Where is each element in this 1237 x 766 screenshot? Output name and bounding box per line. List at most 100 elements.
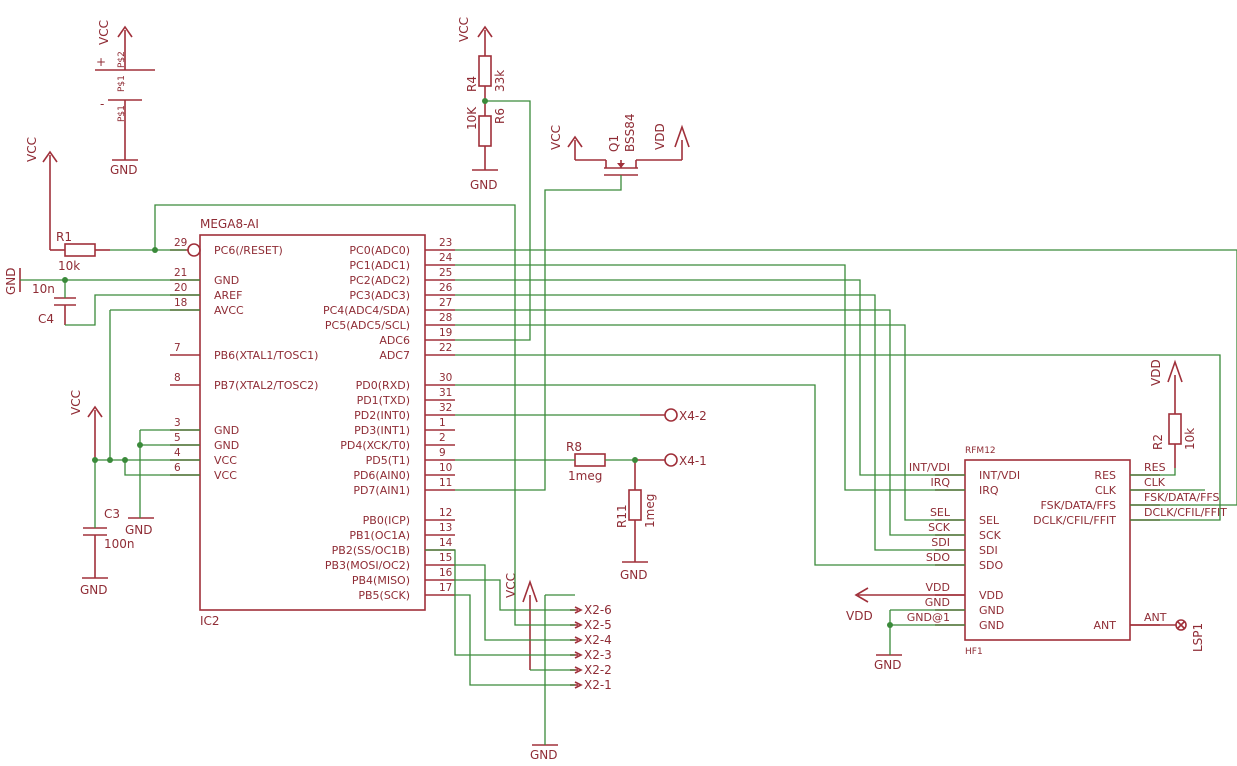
mcu-pin-number: 22 — [439, 342, 452, 354]
q1-vdd-label: VDD — [653, 123, 667, 150]
mcu-pin-name: VCC — [214, 454, 237, 467]
mcu-pin-number: 32 — [439, 402, 452, 414]
rf-power — [854, 587, 965, 656]
mcu-pin-number: 24 — [439, 252, 453, 264]
rf-pin-name: INT/VDI — [979, 469, 1020, 482]
q1-ref: Q1 — [607, 135, 621, 152]
battery-pin1-label: P$1 — [117, 75, 127, 92]
x2-pin-marker — [574, 621, 583, 629]
mcu-pin-number: 4 — [174, 447, 181, 459]
r2-resistor — [1167, 359, 1183, 468]
mcu-pin-number: 15 — [439, 552, 452, 564]
x2-pin-label: X2-4 — [584, 633, 612, 647]
mcu-pin-name: PB5(SCK) — [358, 589, 410, 602]
mcu-pin-number: 1 — [439, 417, 446, 429]
r8-ref: R8 — [566, 440, 582, 454]
rf-pin-name: GND — [979, 604, 1004, 617]
mcu-pin-number: 20 — [174, 282, 187, 294]
rf-net-label: SEL — [930, 506, 951, 519]
mcu-pin-name: PD6(AIN0) — [353, 469, 410, 482]
rf-pin-name: CLK — [1095, 484, 1117, 497]
mcu-pin-number: 7 — [174, 342, 181, 354]
rf-name: RFM12 — [965, 446, 996, 456]
c4-value: 10n — [32, 282, 55, 296]
mcu-pin-number: 9 — [439, 447, 446, 459]
mcu-pin-number: 17 — [439, 582, 452, 594]
x2-pin-marker — [574, 666, 583, 674]
mcu-pin-name: PD2(INT0) — [354, 409, 410, 422]
mcu-pin-number: 2 — [439, 432, 446, 444]
mcu-pin-name: PC1(ADC1) — [349, 259, 410, 272]
mcu-pin-number: 23 — [439, 237, 452, 249]
mcu-pin-number: 29 — [174, 237, 187, 249]
mcu-pin-number: 27 — [439, 297, 452, 309]
mcu-pin-name: PB1(OC1A) — [349, 529, 410, 542]
mcu-pin-number: 11 — [439, 477, 452, 489]
battery-pin1b-label: P$1 — [117, 105, 127, 122]
rf-pin-name: GND — [979, 619, 1004, 632]
mcu-pin-number: 5 — [174, 432, 181, 444]
lsp1-ref: LSP1 — [1191, 623, 1205, 652]
mcu-left-pins: 29PC6(/RESET)21GND20AREF18AVCC7PB6(XTAL1… — [170, 237, 318, 482]
rf-net-label: SCK — [928, 521, 951, 534]
x2-pin-label: X2-2 — [584, 663, 612, 677]
rf-pin-name: DCLK/CFIL/FFIT — [1033, 514, 1116, 527]
r11-value: 1meg — [643, 494, 657, 528]
mcu-pin-name: PC4(ADC4/SDA) — [323, 304, 410, 317]
rf-net-label: INT/VDI — [909, 461, 950, 474]
c3-vcc-label: VCC — [69, 390, 83, 415]
x2-gnd-label: GND — [530, 748, 558, 762]
mcu-pin-name: PB2(SS/OC1B) — [332, 544, 410, 557]
r1-vcc-label: VCC — [25, 137, 39, 162]
r2-value: 10k — [1183, 428, 1197, 450]
x2-pin-label: X2-5 — [584, 618, 612, 632]
c3-value: 100n — [104, 537, 135, 551]
x2-pin-marker — [574, 606, 583, 614]
x2-header: X2-6X2-5X2-4X2-3X2-2X2-1 — [570, 603, 612, 692]
mcu-pin-name: PD3(INT1) — [354, 424, 410, 437]
r8-value: 1meg — [568, 469, 602, 483]
mcu-pin-name: AREF — [214, 289, 242, 302]
mcu-pin-number: 30 — [439, 372, 452, 384]
rf-net-label: DCLK/CFIL/FFIT — [1144, 506, 1227, 519]
rf-pin-name: FSK/DATA/FFS — [1040, 499, 1116, 512]
q1-value: BSS84 — [623, 113, 637, 152]
r1-value: 10k — [58, 259, 80, 273]
x2-pin-marker — [574, 651, 583, 659]
mcu-right-pins: 23PC0(ADC0)24PC1(ADC1)25PC2(ADC2)26PC3(A… — [323, 237, 455, 602]
rf-pin-name: ANT — [1094, 619, 1117, 632]
mcu-pin-name: PD0(RXD) — [356, 379, 410, 392]
x2-power — [522, 579, 558, 746]
mcu-pin-name: PB6(XTAL1/TOSC1) — [214, 349, 318, 362]
battery-minus-label: - — [100, 97, 104, 111]
reset-inversion-bubble — [187, 243, 201, 257]
rf-vdd-label: VDD — [846, 609, 873, 623]
battery-vcc-label: VCC — [97, 20, 111, 45]
battery-symbol — [95, 25, 155, 161]
rf-net-label: VDD — [926, 581, 950, 594]
mcu-pin-number: 18 — [174, 297, 187, 309]
mcu-pin-number: 6 — [174, 462, 181, 474]
r11-gnd-label: GND — [620, 568, 648, 582]
battery-plus-label: + — [96, 55, 106, 69]
mcu-pin-name: PD7(AIN1) — [353, 484, 410, 497]
q1-vcc-label: VCC — [549, 125, 563, 150]
left-gnd-label: GND — [4, 267, 18, 295]
mcu-pin-number: 14 — [439, 537, 453, 549]
rf-pin-name: SCK — [979, 529, 1002, 542]
mcu-pin-number: 3 — [174, 417, 181, 429]
mcu-pin-number: 25 — [439, 267, 452, 279]
mcu-pin-name: PD5(T1) — [366, 454, 410, 467]
rf-net-label: CLK — [1144, 476, 1166, 489]
r4-vcc-label: VCC — [457, 17, 471, 42]
rf-net-label: FSK/DATA/FFS — [1144, 491, 1220, 504]
r8-r11-network — [574, 408, 678, 563]
rf-net-label: RES — [1144, 461, 1166, 474]
x2-vcc-label: VCC — [504, 573, 518, 598]
mcu-pin-name: ADC7 — [379, 349, 410, 362]
rf-net-label: GND — [925, 596, 950, 609]
mcu-pin-name: PC2(ADC2) — [349, 274, 410, 287]
mcu-pin-number: 28 — [439, 312, 452, 324]
mcu-gnd-label: GND — [125, 523, 153, 537]
r2-ref: R2 — [1151, 434, 1165, 450]
